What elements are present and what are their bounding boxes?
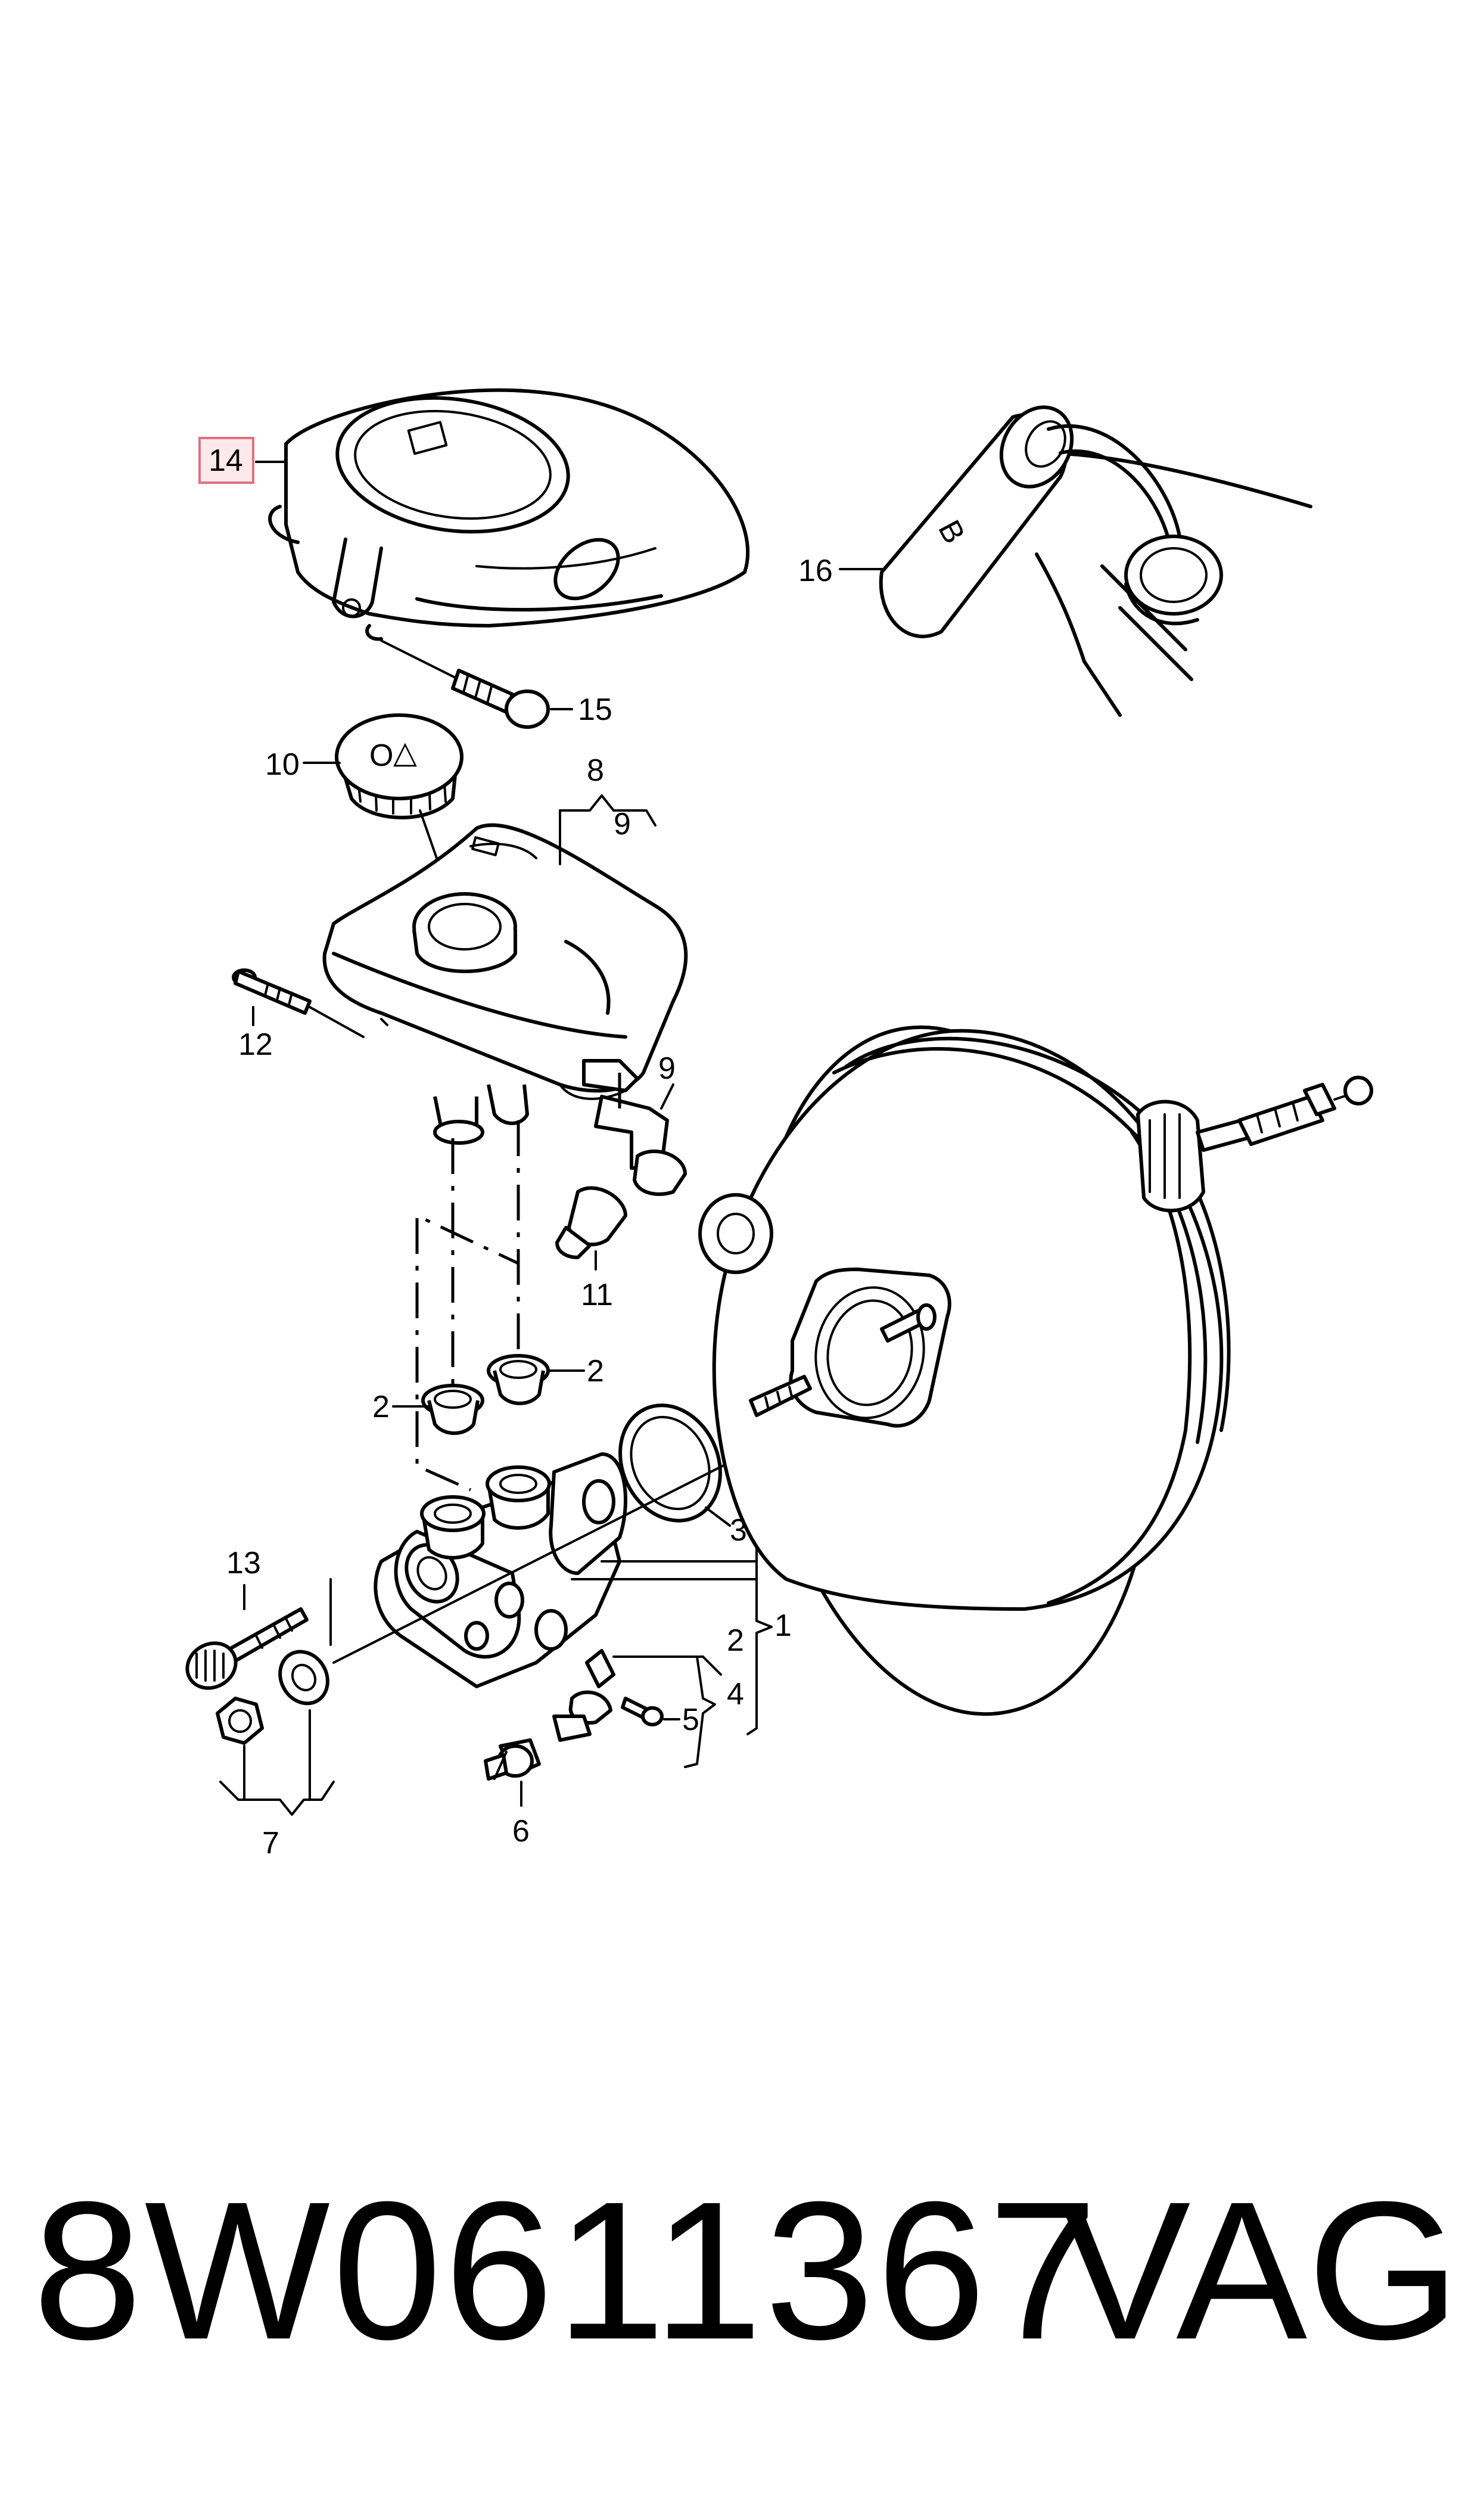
exploded-parts-diagram: 14 15 B 16 O △ 10 xyxy=(185,388,1373,1860)
callout-10: 10 xyxy=(265,747,300,782)
o-ring-3: 3 xyxy=(618,1403,747,1548)
level-sensor-9: 9 xyxy=(594,1051,687,1196)
brand-label: VAG xyxy=(1059,2160,1460,2380)
pin-12: 12 xyxy=(232,968,365,1062)
callout-1: 1 xyxy=(774,1608,792,1643)
assembly-lines xyxy=(415,1061,621,1492)
callout-5: 5 xyxy=(682,1703,699,1737)
callout-14-highlight: 14 xyxy=(198,437,287,484)
plug-6: 6 xyxy=(484,1738,541,1849)
callout-2a: 2 xyxy=(587,1354,604,1389)
callout-12: 12 xyxy=(238,1027,273,1062)
brake-booster xyxy=(698,1025,1373,1716)
screw-15: 15 xyxy=(380,639,612,729)
callout-14: 14 xyxy=(209,443,243,478)
callout-8: 8 xyxy=(587,753,604,788)
callout-4: 4 xyxy=(727,1677,744,1712)
callout-9a: 9 xyxy=(614,807,631,841)
reservoir-cap-10: O △ 10 xyxy=(265,713,463,931)
callout-2b: 2 xyxy=(372,1390,390,1424)
bolt-13: 13 xyxy=(185,1546,332,1690)
svg-text:O: O xyxy=(369,738,393,773)
master-cylinder-1 xyxy=(332,1393,865,1688)
sensor-assembly-4: 4 5 xyxy=(552,1649,744,1768)
svg-text:△: △ xyxy=(393,735,417,770)
brake-fluid-reservoir-8: 8 9 xyxy=(322,753,688,1145)
callout-2c: 2 xyxy=(727,1623,744,1658)
callout-6: 6 xyxy=(512,1814,530,1849)
footer: 8W0611367 VAG xyxy=(0,2145,1484,2396)
grommets-2: 2 2 xyxy=(372,1354,604,1435)
callout-9b: 9 xyxy=(658,1051,676,1086)
callout-13: 13 xyxy=(226,1546,261,1580)
bracket-1: 1 2 xyxy=(727,1524,792,1735)
label-16-inset: B 16 xyxy=(798,405,1312,717)
callout-11: 11 xyxy=(581,1278,613,1312)
part-number: 8W0611367 xyxy=(33,2160,1100,2380)
callout-15: 15 xyxy=(578,692,612,727)
washer-nut-7: 7 xyxy=(216,1650,335,1860)
reservoir-cover xyxy=(268,388,750,641)
callout-16: 16 xyxy=(798,554,833,588)
callout-7: 7 xyxy=(262,1826,279,1860)
connector-11: 11 xyxy=(555,1186,627,1312)
